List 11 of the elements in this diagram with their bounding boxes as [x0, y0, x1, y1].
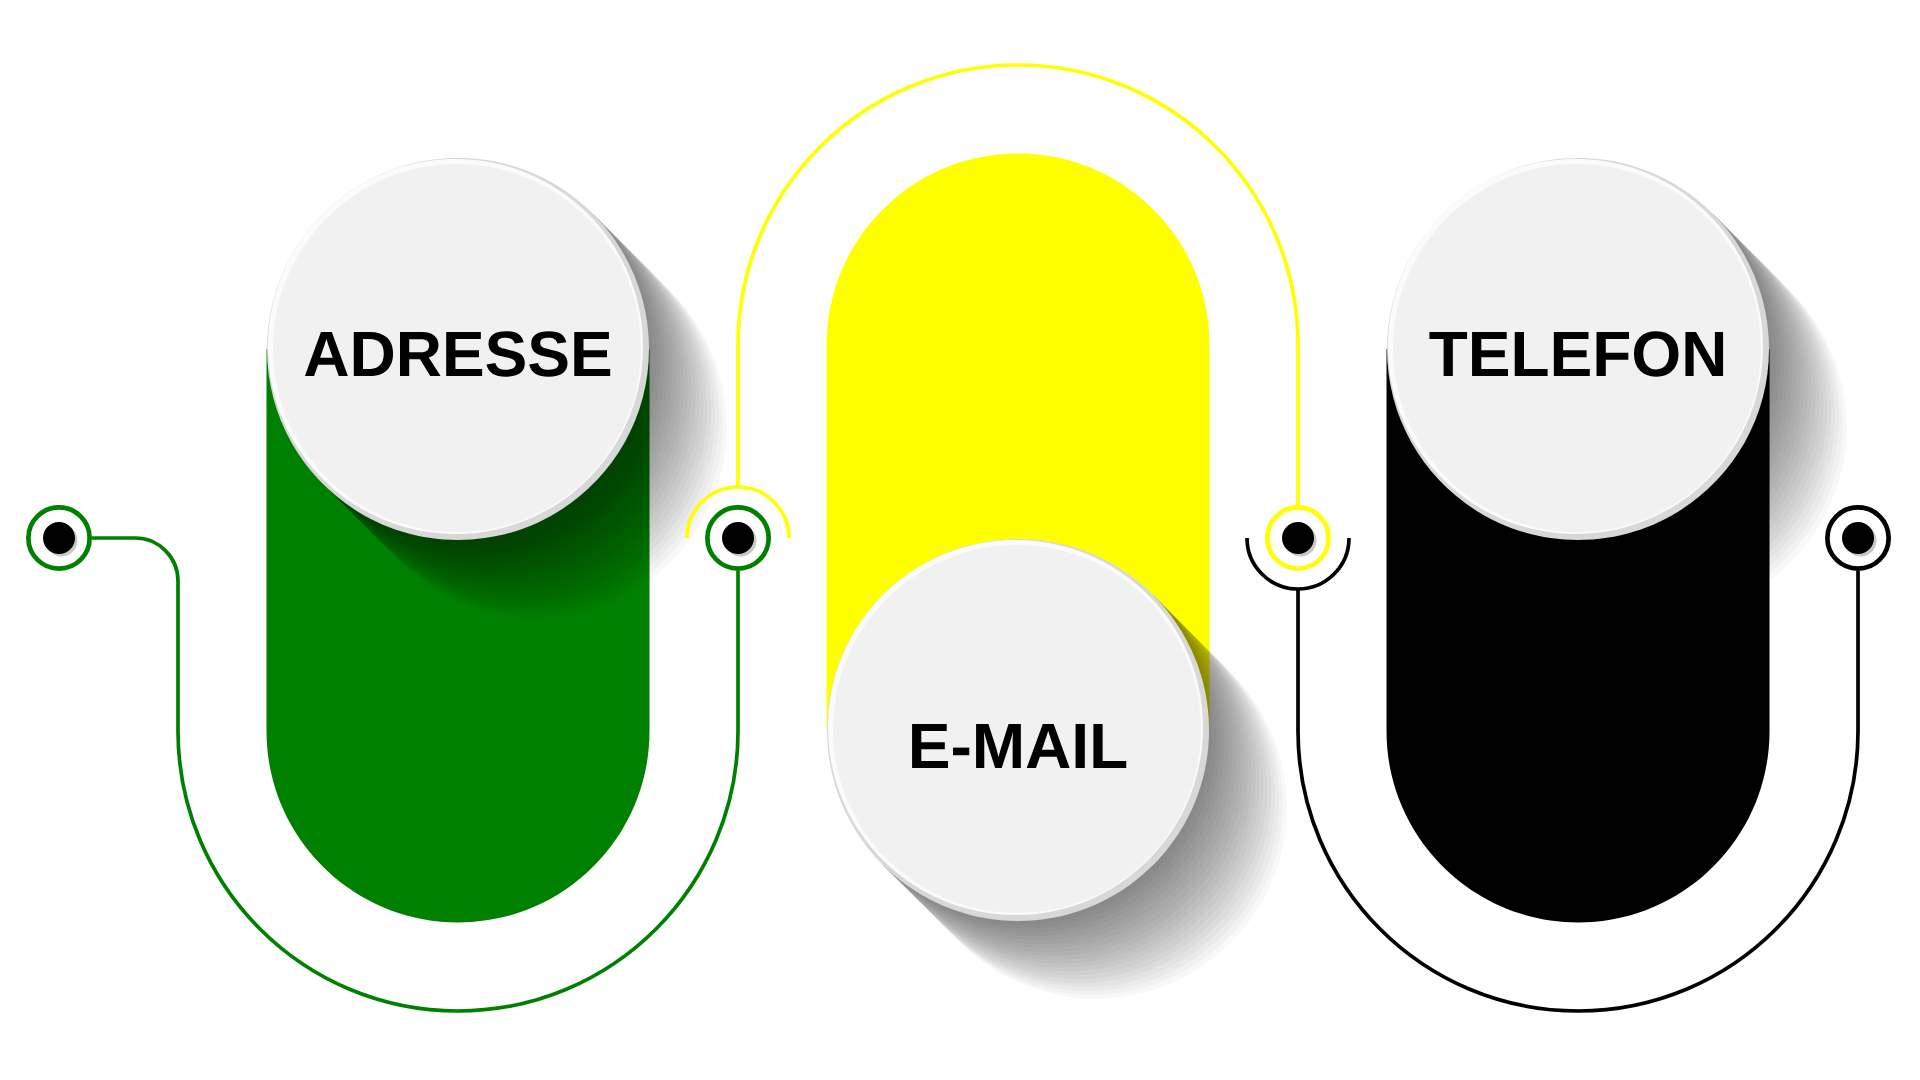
ring-marker	[1825, 505, 1891, 571]
connector-line	[1296, 571, 1860, 1013]
ring-marker	[685, 485, 791, 571]
ring-marker	[1245, 505, 1351, 591]
connector-line	[92, 536, 740, 1013]
connector-line	[736, 63, 1300, 505]
label-pill: TELEFON	[1386, 158, 1847, 923]
ring-marker	[26, 505, 92, 571]
label-pill: ADRESSE	[266, 158, 727, 923]
label-pill: E-MAIL	[826, 153, 1287, 999]
node-label: E-MAIL	[912, 723, 1127, 769]
